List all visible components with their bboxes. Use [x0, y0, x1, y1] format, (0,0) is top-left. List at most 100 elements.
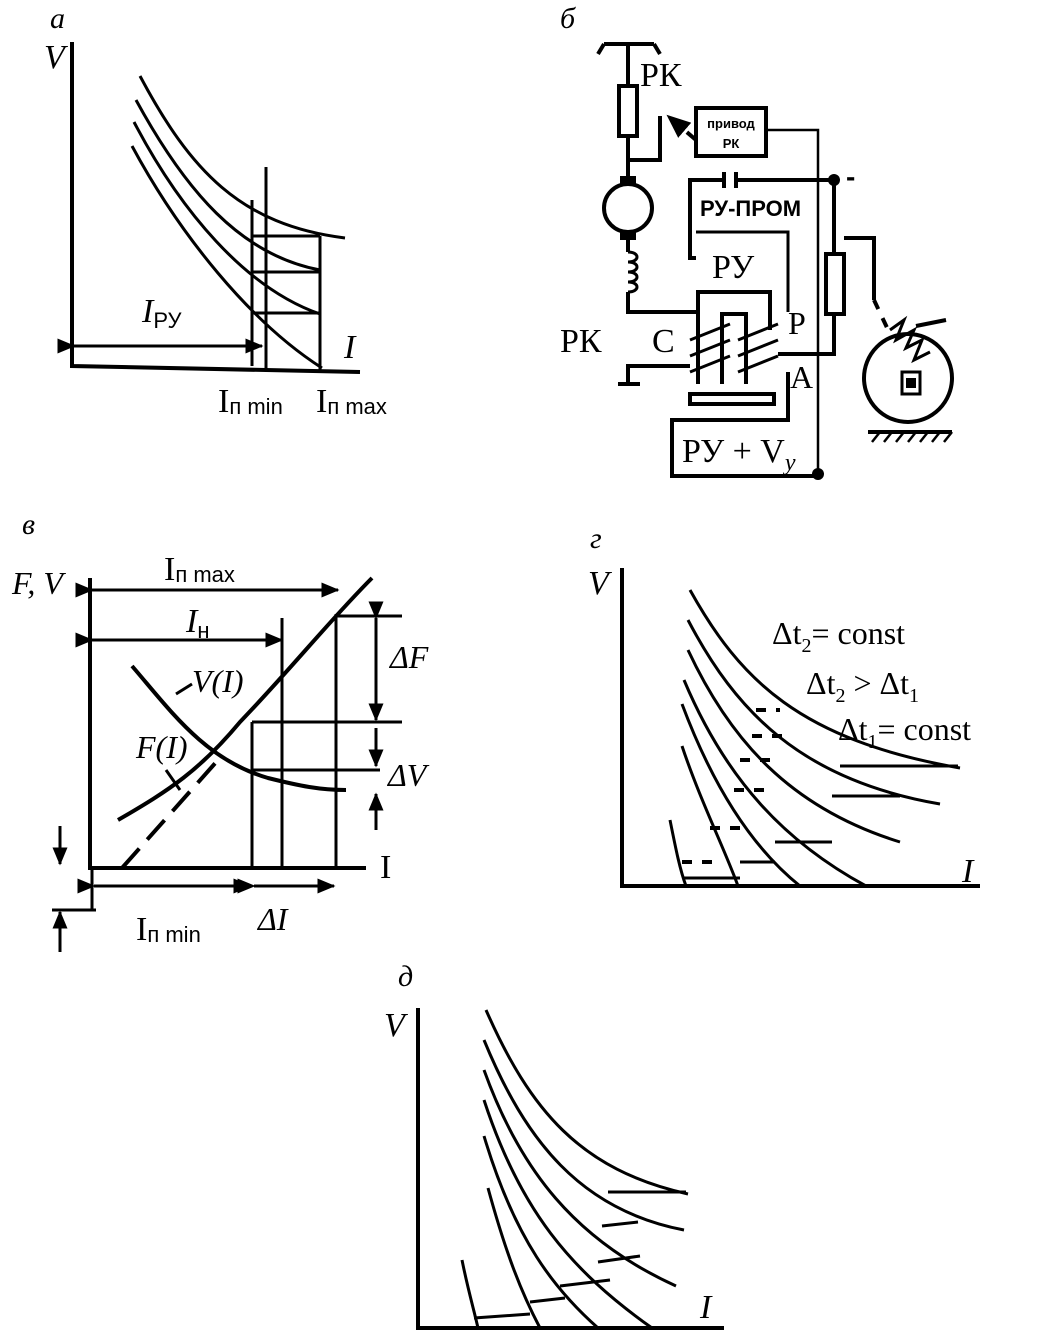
panel-d-curve-2 — [482, 1039, 685, 1232]
panel-g-axis-x-label: I — [961, 853, 975, 890]
panel-d-curve-4 — [482, 1099, 653, 1330]
relay-armature — [688, 392, 776, 406]
relay-ru-label: РУ — [712, 249, 755, 286]
rk-drive-label-1: привод — [707, 116, 755, 131]
panel-a-curve-4 — [130, 145, 323, 370]
relay-core-inner — [720, 312, 748, 384]
panel-a-label: а — [50, 2, 65, 35]
panel-g-note-3: Δt1= const — [838, 711, 971, 753]
coil-p-label: Р — [788, 305, 806, 341]
rk-drive-link — [666, 114, 698, 142]
supply-node — [812, 468, 824, 480]
motor-armature — [602, 182, 654, 234]
panel-a-axis-x-label: I — [343, 329, 357, 366]
in-dimension-label: Iн — [185, 603, 209, 643]
v-curve — [130, 664, 347, 792]
imin-dimension-label: Iп min — [136, 911, 201, 948]
relay-core-left — [696, 290, 772, 384]
panel-d-step-3 — [597, 1254, 641, 1264]
potentiometer-wiper — [844, 236, 876, 300]
panel-g-axis-y-label: V — [588, 565, 613, 602]
panel-a-axis-y-label: V — [44, 39, 69, 76]
motor-brush-top — [620, 176, 636, 184]
panel-v-axes — [88, 578, 366, 870]
f-curve-leader — [164, 769, 182, 791]
coil-a-label: А — [790, 359, 813, 395]
field-coil — [627, 250, 639, 294]
wire-pot-to-relay — [778, 314, 836, 356]
rk-rheostat — [617, 84, 639, 138]
motor-brush-bottom — [620, 232, 636, 240]
panel-a-axes — [70, 42, 361, 374]
panel-a-imin-label: Iп min — [218, 383, 283, 420]
panel-d-label: д — [398, 960, 413, 993]
panel-a-curve-3 — [132, 121, 321, 316]
supply-label: РУ + Vу — [682, 433, 796, 476]
ru-prom-wire — [688, 178, 834, 260]
wire-drive-right — [766, 128, 820, 470]
panel-g-curve-5 — [680, 703, 801, 888]
wheel-base-hatch — [871, 431, 953, 443]
f-curve-extension — [120, 758, 220, 870]
rk-left-label: РК — [560, 323, 602, 360]
panel-d-axes — [416, 1008, 724, 1330]
panel-g-curve-6 — [680, 745, 740, 887]
panel-a-curve-2 — [134, 99, 321, 272]
wheel-hub — [900, 370, 922, 396]
v-curve-leader — [175, 682, 193, 696]
pot-link — [872, 299, 892, 335]
dv-label: ΔV — [386, 757, 430, 793]
rk-drive-label-2: РК — [723, 136, 740, 151]
relay-coil-p — [737, 322, 779, 374]
panel-g-curve-1 — [688, 589, 961, 770]
rk-drive-box — [694, 106, 768, 158]
panel-g-note-2: Δt2 > Δt1 — [806, 665, 919, 707]
v-curve-label: V(I) — [192, 663, 244, 699]
panel-d-curve-7 — [460, 1259, 480, 1329]
panel-b-label: б — [560, 2, 576, 35]
panel-d-step-6 — [473, 1312, 531, 1320]
panel-v-axis-y-label: F, V — [11, 565, 66, 601]
rk-wiper-wire — [626, 116, 662, 162]
panel-g-curve-4 — [682, 679, 867, 888]
panel-d-curve-5 — [482, 1135, 599, 1330]
f-curve — [117, 576, 374, 822]
panel-d-axis-x-label: I — [699, 1289, 713, 1326]
df-label: ΔF — [388, 639, 429, 675]
panel-d-curve-1 — [484, 1009, 689, 1196]
panel-g-axes — [620, 568, 980, 888]
relay-coil-c — [689, 322, 731, 374]
ru-prom-label: РУ-ПРОМ — [700, 196, 801, 221]
wheel-top-stop — [915, 318, 947, 328]
panel-g-curve-7 — [668, 819, 688, 887]
panel-d-step-2 — [601, 1220, 639, 1228]
panel-v-axis-x-label: I — [380, 849, 391, 886]
panel-a: а V I IРУ Iп min Iп max — [44, 2, 387, 420]
panel-d-curve-3 — [482, 1069, 677, 1288]
minus-label: - — [846, 161, 855, 192]
panel-a-imax-label: Iп max — [316, 383, 387, 420]
panel-g-note-1: Δt2= const — [772, 615, 905, 657]
panel-d: д V I — [384, 960, 724, 1330]
panel-d-step-5 — [529, 1296, 566, 1304]
wire-coil-to-relay — [626, 292, 700, 314]
panel-g-curve-3 — [686, 649, 901, 844]
panel-g: г V I Δt2= const Δt2 > Δt1 Δt1= const — [588, 522, 980, 890]
f-curve-label: F(I) — [135, 729, 188, 765]
wire-ru-prom-down — [696, 230, 790, 312]
panel-v-label: в — [22, 508, 35, 541]
panel-d-curve-6 — [486, 1187, 542, 1329]
imax-dimension-label: Iп max — [164, 551, 235, 588]
panel-a-curve-1 — [138, 75, 346, 240]
wheel-hub-center — [906, 378, 916, 388]
wheel-spring — [889, 315, 931, 364]
top-ground-ticks — [596, 42, 662, 56]
panel-d-step-4 — [559, 1278, 611, 1288]
panel-g-label: г — [590, 522, 602, 555]
supply-wires — [670, 372, 818, 478]
panel-a-iru-label: IРУ — [141, 293, 183, 333]
coil-c-label: С — [652, 323, 675, 360]
panel-b: б РК привод РК РУ РК С Р А — [560, 2, 954, 480]
potentiometer — [824, 252, 846, 316]
